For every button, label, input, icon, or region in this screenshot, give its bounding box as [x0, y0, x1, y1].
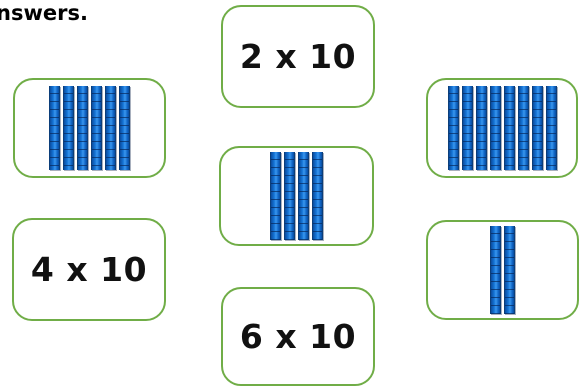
- tens-rods: [270, 152, 323, 240]
- rods-card-6[interactable]: [13, 78, 166, 178]
- ten-rod: [105, 86, 116, 170]
- ten-rod: [503, 86, 515, 170]
- expression-card-6x10[interactable]: 6 x 10: [221, 287, 375, 386]
- expression-text: 6 x 10: [239, 317, 357, 356]
- tens-rods: [49, 86, 130, 170]
- expression-card-4x10[interactable]: 4 x 10: [12, 218, 166, 321]
- ten-rod: [504, 226, 515, 314]
- expression-text: 4 x 10: [30, 250, 148, 289]
- ten-rod: [461, 86, 473, 170]
- instruction-text: nswers.: [0, 1, 88, 25]
- ten-rod: [77, 86, 88, 170]
- tens-rods: [490, 226, 515, 314]
- ten-rod: [298, 152, 309, 240]
- ten-rod: [63, 86, 74, 170]
- expression-text: 2 x 10: [239, 37, 357, 76]
- ten-rod: [270, 152, 281, 240]
- ten-rod: [489, 86, 501, 170]
- ten-rod: [447, 86, 459, 170]
- ten-rod: [490, 226, 501, 314]
- ten-rod: [49, 86, 60, 170]
- ten-rod: [312, 152, 323, 240]
- ten-rod: [284, 152, 295, 240]
- tens-rods: [447, 86, 557, 170]
- ten-rod: [545, 86, 557, 170]
- ten-rod: [119, 86, 130, 170]
- rods-card-2[interactable]: [426, 220, 579, 320]
- ten-rod: [91, 86, 102, 170]
- expression-card-2x10[interactable]: 2 x 10: [221, 5, 375, 108]
- ten-rod: [475, 86, 487, 170]
- rods-card-8[interactable]: [426, 78, 578, 178]
- ten-rod: [517, 86, 529, 170]
- rods-card-4[interactable]: [219, 146, 374, 246]
- ten-rod: [531, 86, 543, 170]
